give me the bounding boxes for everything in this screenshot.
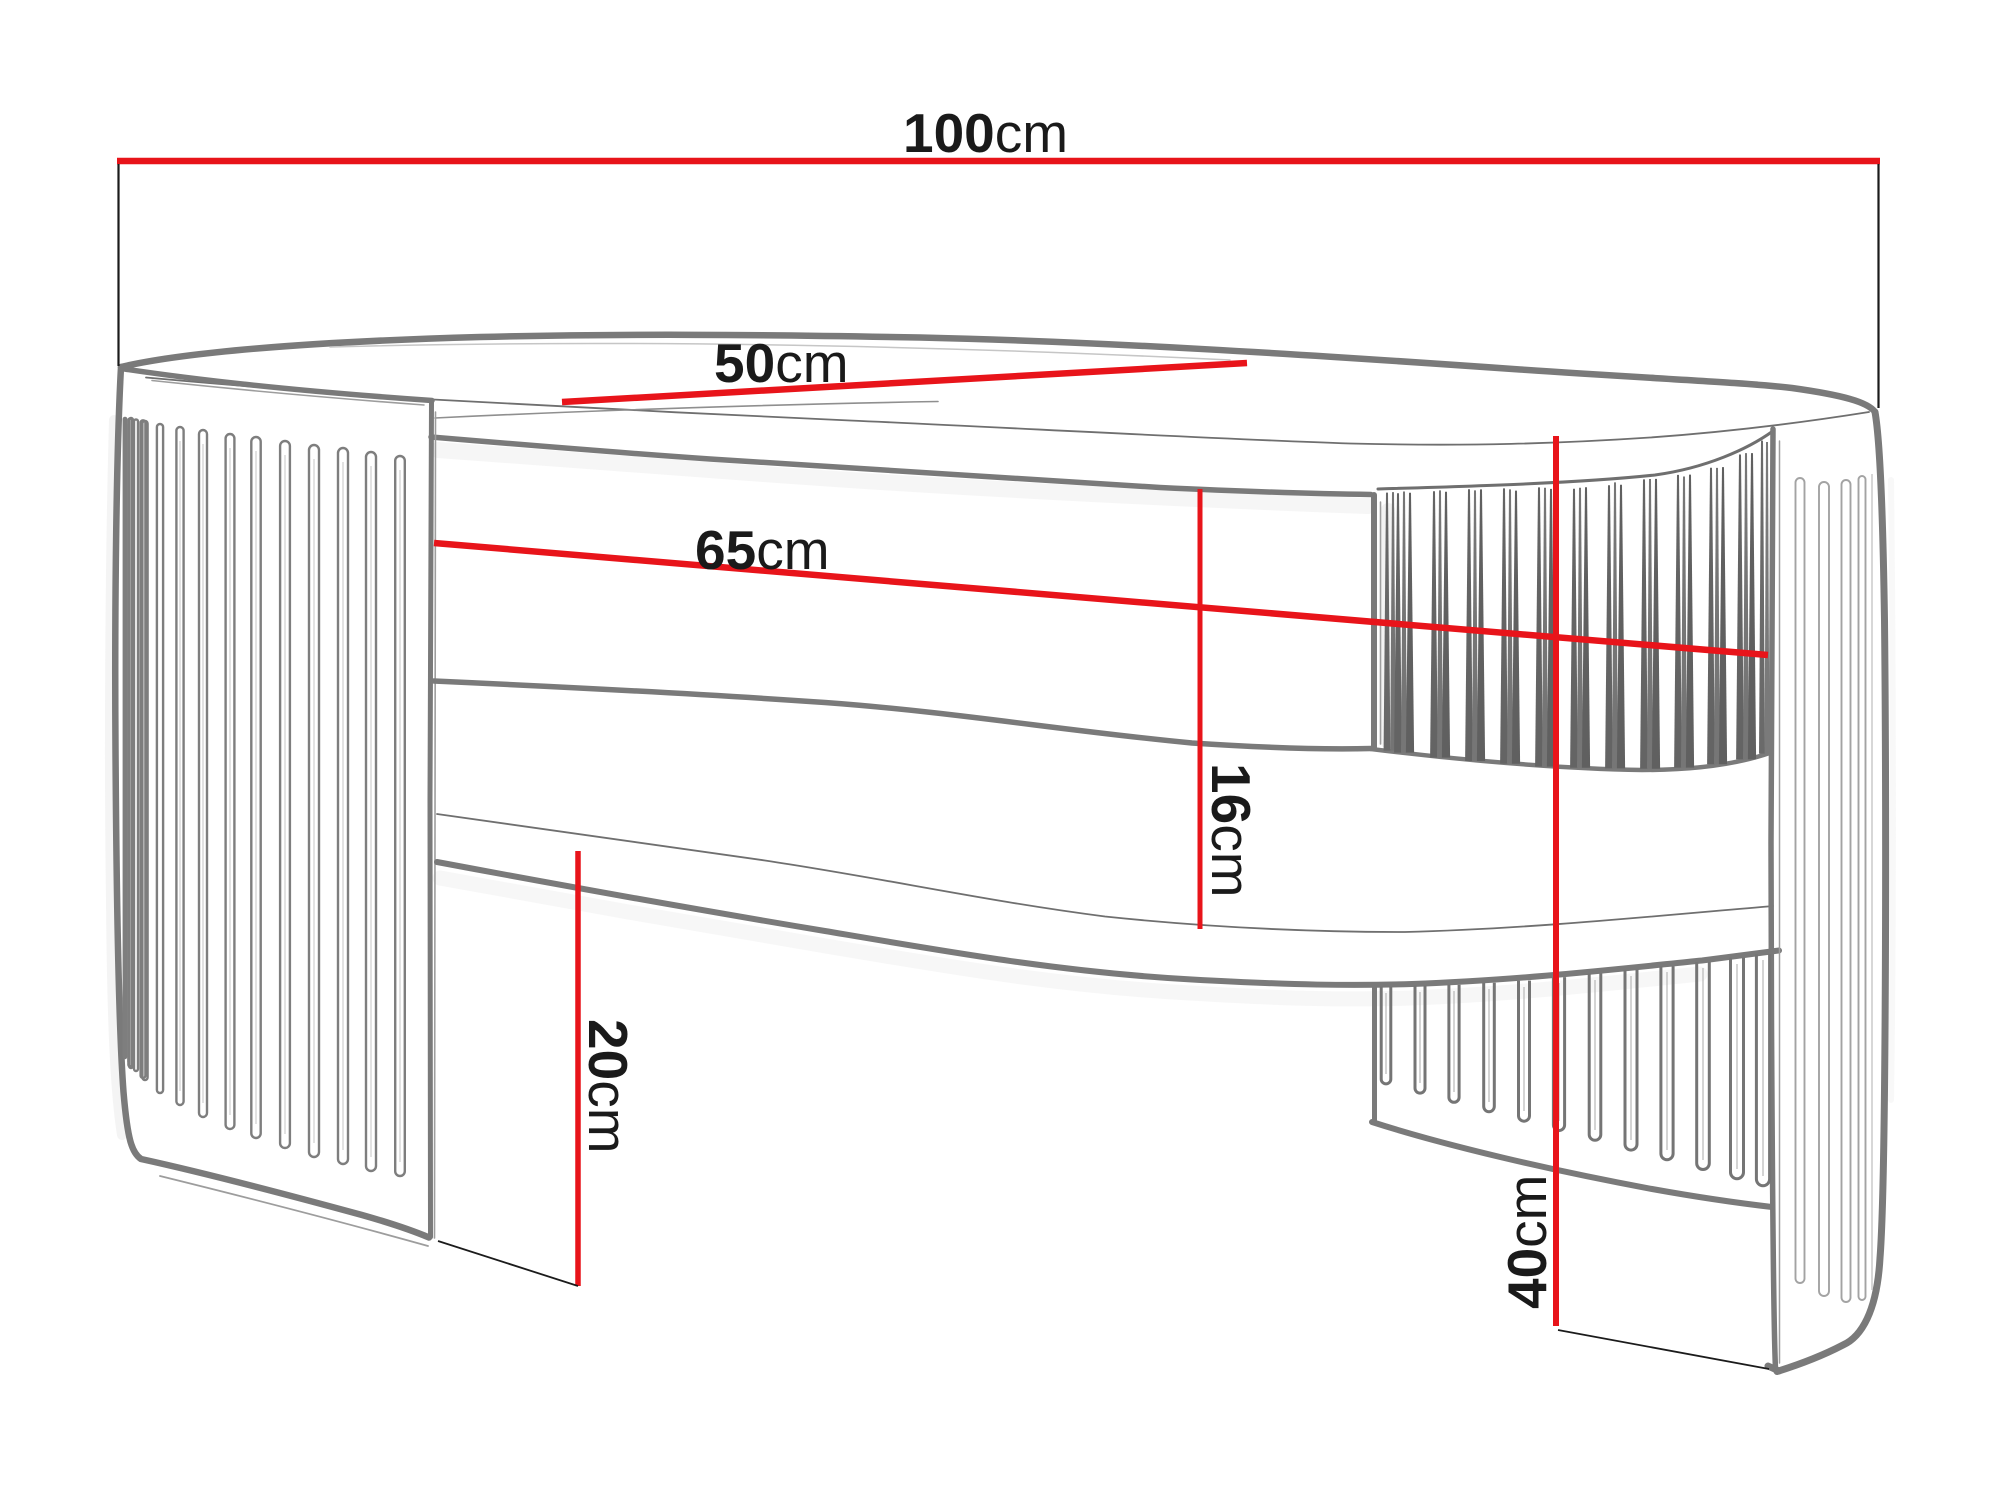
svg-text:50cm: 50cm bbox=[714, 332, 849, 394]
svg-text:65cm: 65cm bbox=[695, 519, 830, 581]
svg-text:16cm: 16cm bbox=[1200, 763, 1262, 898]
svg-text:40cm: 40cm bbox=[1496, 1174, 1558, 1309]
svg-text:20cm: 20cm bbox=[577, 1019, 639, 1154]
svg-text:100cm: 100cm bbox=[903, 102, 1068, 164]
